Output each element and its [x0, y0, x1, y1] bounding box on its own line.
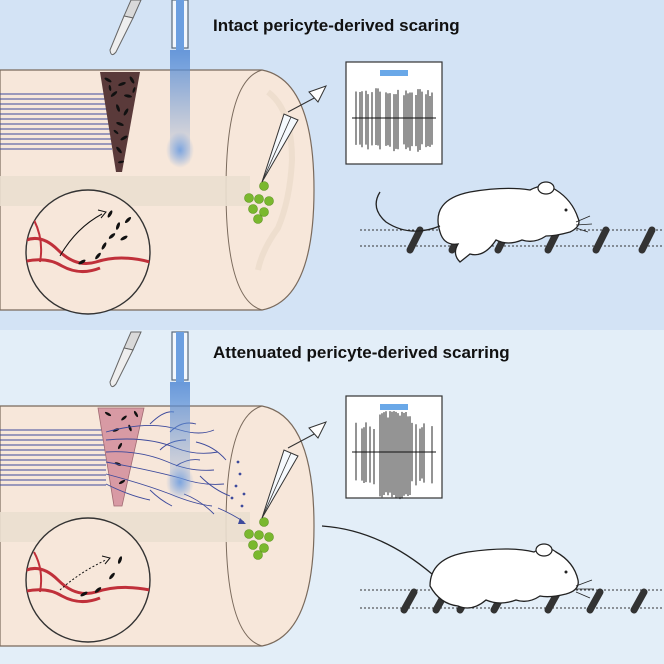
panel-bottom-drawing [0, 331, 664, 647]
recording-connector [287, 421, 328, 449]
panel-title-intact: Intact pericyte-derived scaring [213, 16, 460, 35]
scalpel-icon [109, 331, 142, 388]
recording-trace [345, 61, 443, 165]
panel-top-drawing [0, 0, 664, 315]
optic-fiber-icon [171, 0, 189, 50]
electrode-icon [261, 449, 299, 519]
axon-bundle [0, 93, 112, 150]
recording-connector [287, 85, 328, 113]
mouse-icon [321, 525, 594, 609]
lesion-scar-dense [100, 72, 140, 172]
ladder-rung [586, 588, 604, 614]
axon-terminals [217, 460, 246, 524]
ladder-rung [638, 226, 656, 254]
recording-trace [345, 395, 443, 500]
panel-title-attenuated: Attenuated pericyte-derived scarring [213, 343, 510, 362]
ladder-rung [592, 226, 610, 254]
scalpel-icon [109, 0, 142, 56]
ladder-rung [630, 588, 648, 614]
light-beam [166, 50, 194, 168]
neuron-cluster-icon [244, 517, 274, 560]
axon-bundle [0, 429, 106, 486]
neuron-cluster-icon [244, 181, 274, 224]
mouse-icon [375, 181, 593, 263]
ladder-rung [406, 226, 424, 254]
electrode-icon [261, 113, 299, 183]
stimulus-bar [380, 70, 408, 76]
lesion-scar-attenuated [97, 407, 145, 507]
stimulus-bar [380, 404, 408, 410]
optic-fiber-icon [171, 331, 189, 382]
zoom-circle-icon [25, 189, 151, 315]
ladder-rung [400, 588, 418, 614]
light-beam [166, 382, 194, 500]
zoom-circle-icon [25, 517, 151, 643]
